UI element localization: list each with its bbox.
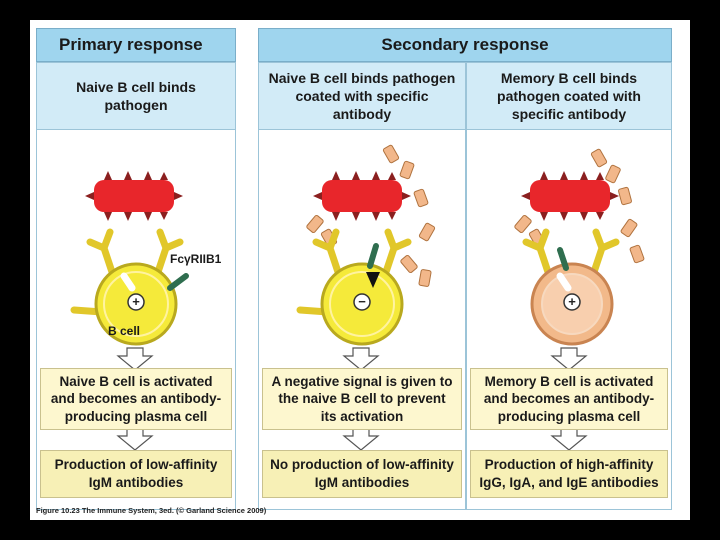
result-secondary-memory: Production of high-affinity IgG, IgA, an… (470, 450, 668, 498)
secondary-memory-illustration: + (514, 148, 645, 346)
illustration-layer: + − (70, 144, 645, 451)
outcome-secondary-naive: A negative signal is given to the naive … (262, 368, 462, 430)
fc-receptor-1 (167, 273, 189, 291)
figure-caption: Figure 10.23 The Immune System, 3ed. (© … (36, 506, 267, 515)
result-secondary-naive: No production of low-affinity IgM antibo… (262, 450, 462, 498)
primary-illustration: + (70, 171, 189, 346)
fc-receptor-label: FcγRIIB1 (170, 252, 222, 266)
primary-response-header: Primary response (36, 28, 236, 62)
cell-sign-1: + (132, 294, 140, 309)
primary-response-title: Primary response (59, 35, 203, 54)
pathogen-3 (521, 171, 619, 221)
figure-panel: Primary response Secondary response Naiv… (30, 20, 690, 520)
outcome-primary: Naive B cell is activated and becomes an… (40, 368, 232, 430)
subheader-secondary-naive: Naive B cell binds pathogen coated with … (258, 62, 466, 130)
negative-signal-arrow (366, 272, 380, 288)
cell-sign-3: + (568, 294, 576, 309)
subheader-primary: Naive B cell binds pathogen (36, 62, 236, 130)
outcome-secondary-memory: Memory B cell is activated and becomes a… (470, 368, 668, 430)
subheader-secondary-memory: Memory B cell binds pathogen coated with… (466, 62, 672, 130)
cell-sign-2: − (358, 294, 366, 309)
result-primary: Production of low-affinity IgM antibodie… (40, 450, 232, 498)
pathogen-2 (313, 171, 411, 221)
secondary-response-header: Secondary response (258, 28, 672, 62)
secondary-naive-illustration: − (296, 144, 436, 346)
secondary-response-title: Secondary response (381, 35, 549, 54)
pathogen-1 (85, 171, 183, 221)
b-cell-label: B cell (108, 324, 141, 338)
fc-receptor-2 (367, 243, 379, 269)
fc-receptor-3 (557, 247, 569, 271)
